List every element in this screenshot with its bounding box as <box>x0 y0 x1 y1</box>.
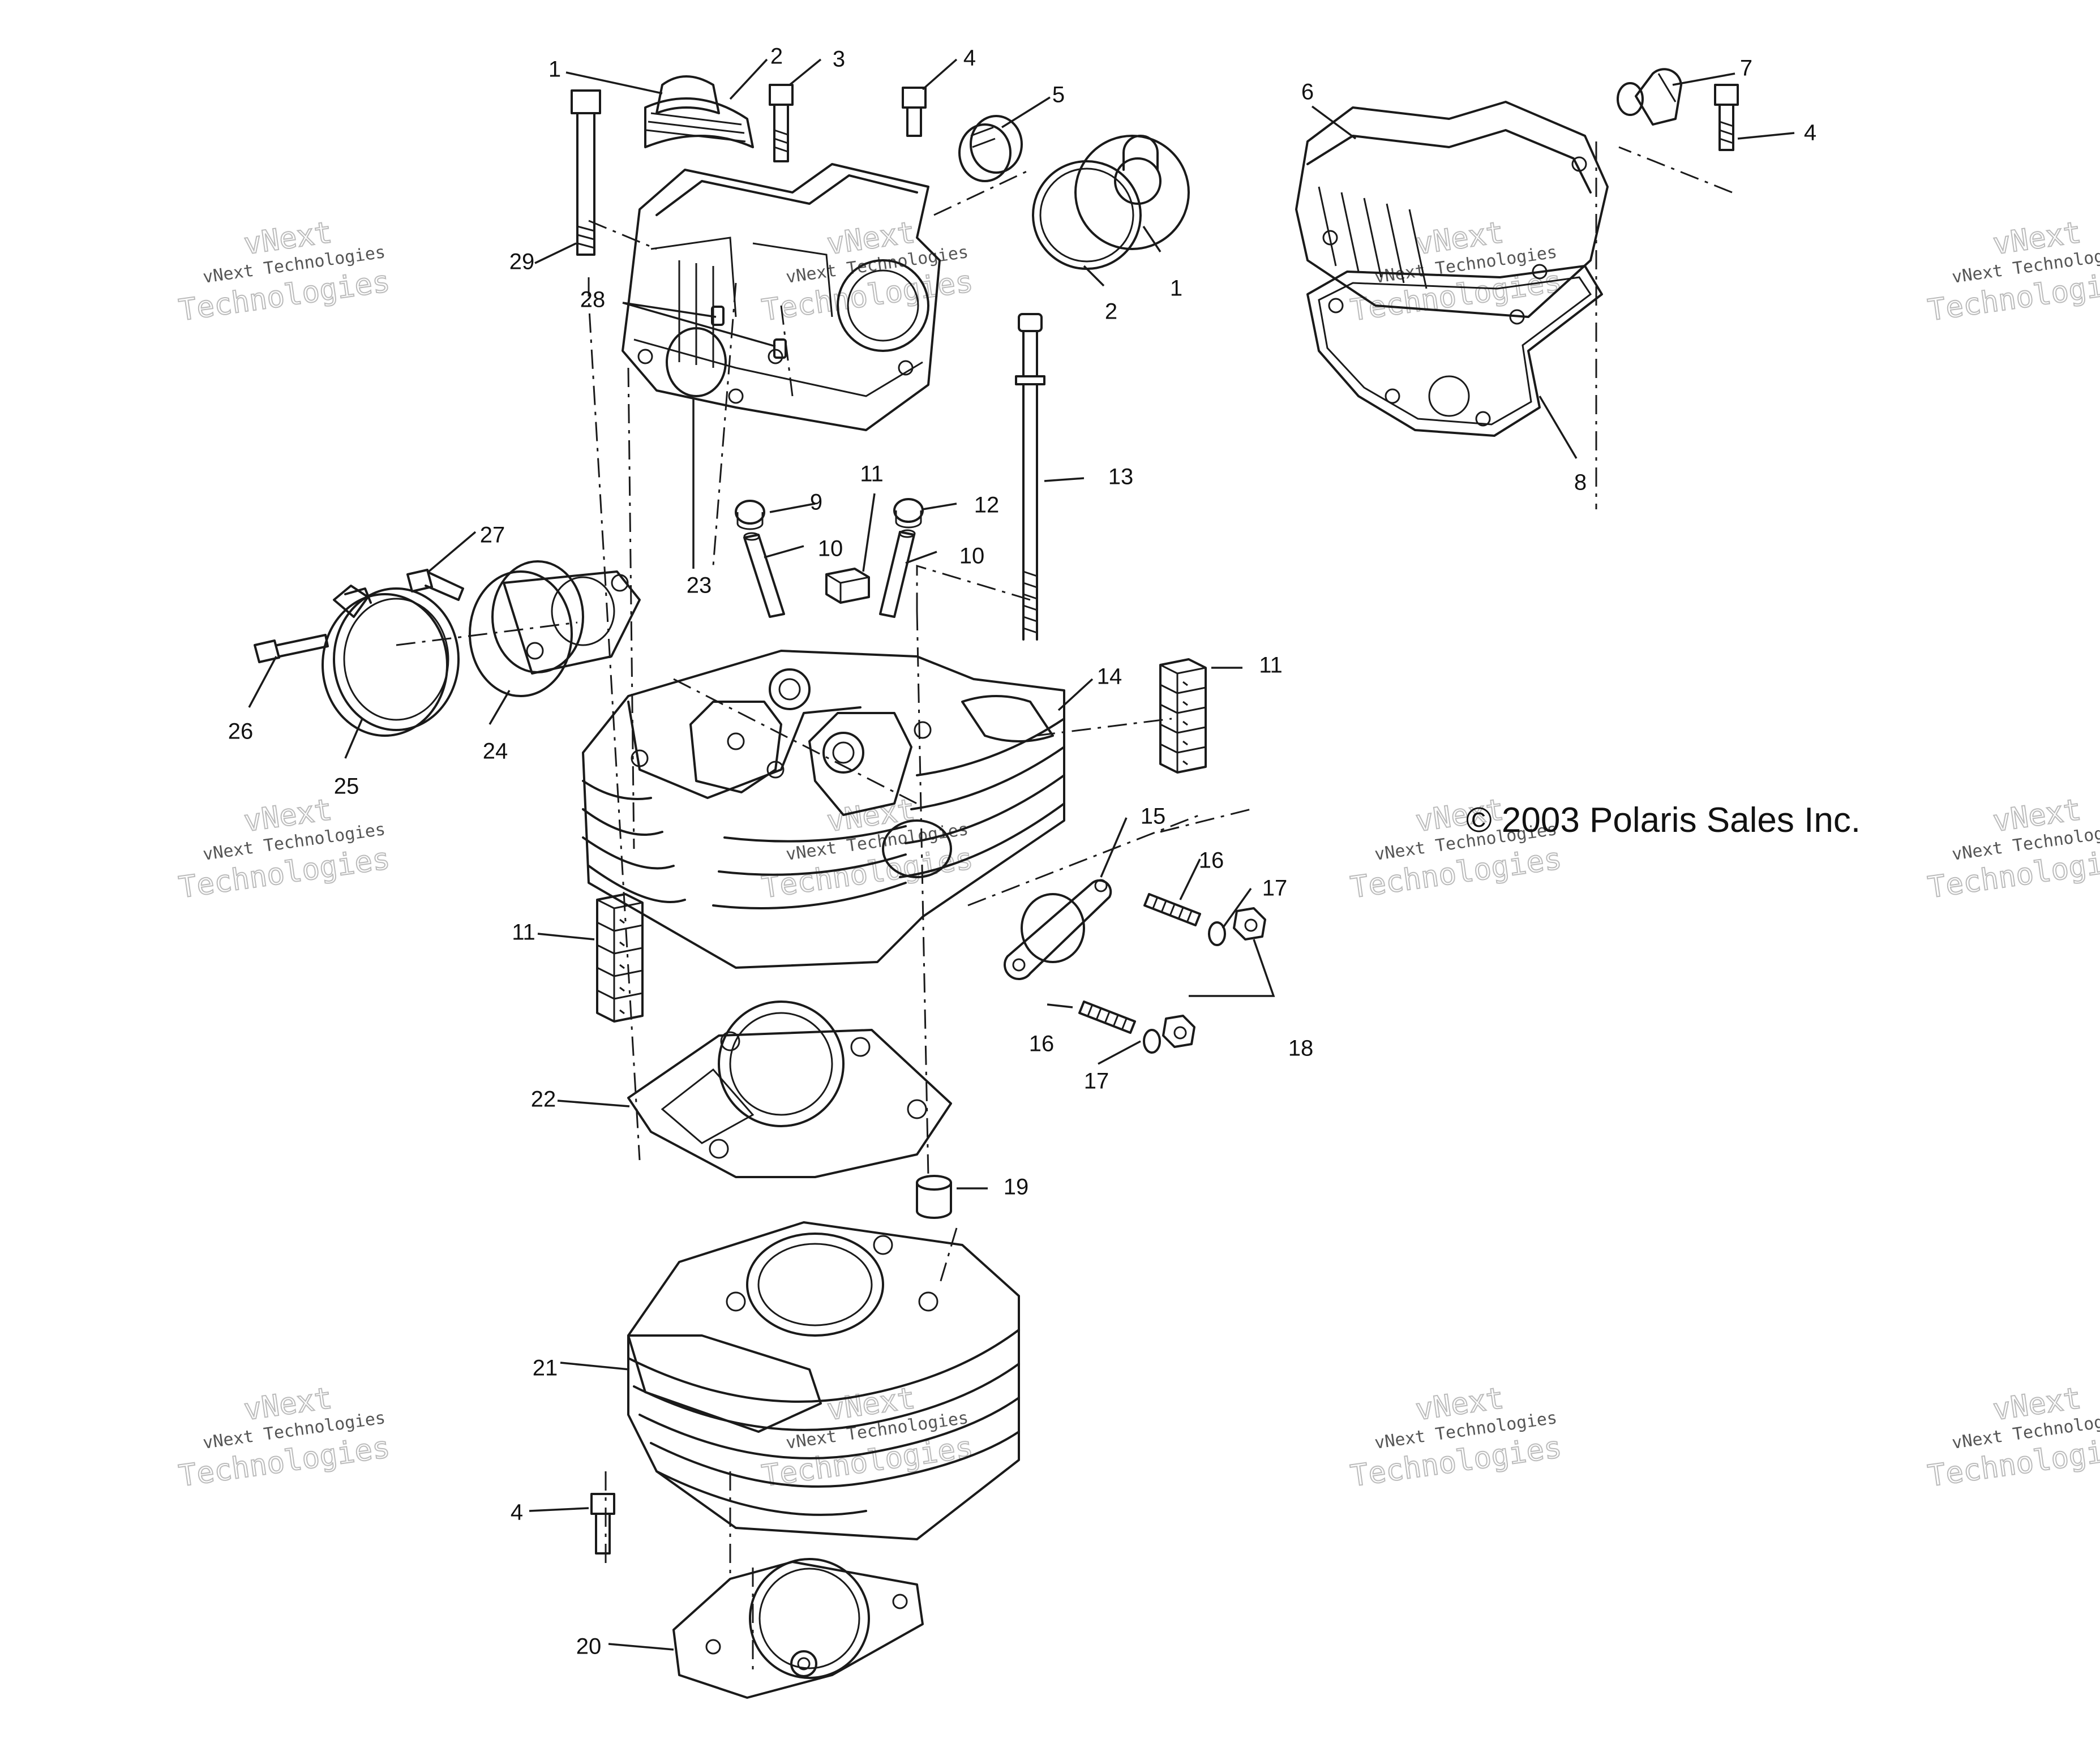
callout-6: 6 <box>1301 80 1314 105</box>
watermark: vNext Technologies vNext Technologies <box>176 1381 392 1494</box>
watermark: vNext Technologies vNext Technologies <box>1925 215 2100 328</box>
valve-seal-part-12 <box>893 498 924 529</box>
watermark: vNext Technologies vNext Technologies <box>1348 215 1564 328</box>
valve-guide-part-10-left <box>743 532 785 618</box>
callout-19: 19 <box>1004 1175 1029 1200</box>
stud-part-16-lower <box>1078 1001 1136 1034</box>
stud-part-16-upper <box>1143 893 1201 926</box>
valve-seal-part-9 <box>735 500 765 530</box>
intake-boot-part-24 <box>469 560 641 697</box>
watermark: vNext Technologies vNext Technologies <box>1348 1381 1564 1494</box>
shim-part-11-top <box>825 568 870 604</box>
shim-stack-part-11-left <box>596 893 644 1023</box>
callout-7: 7 <box>1740 56 1752 81</box>
cylinder-head-part-14 <box>582 650 1065 969</box>
callout-23: 23 <box>687 573 712 598</box>
bolt-part-26 <box>254 634 329 663</box>
shim-stack-part-11-right <box>1159 658 1207 774</box>
callout-18: 18 <box>1288 1036 1314 1061</box>
callout-4: 4 <box>511 1500 523 1525</box>
callout-8: 8 <box>1574 470 1587 495</box>
callout-27: 27 <box>480 523 505 548</box>
callout-28: 28 <box>580 287 606 312</box>
valve-cover-part-6 <box>1295 101 1609 318</box>
callout-1: 1 <box>1170 276 1182 301</box>
callout-24: 24 <box>483 739 508 764</box>
callout-25: 25 <box>334 774 359 799</box>
callout-10: 10 <box>818 536 843 561</box>
callout-5: 5 <box>1052 83 1065 108</box>
watermarks: vNext Technologies vNext Technologies vN… <box>176 215 2100 1494</box>
callout-21: 21 <box>533 1356 558 1381</box>
copyright-notice: © 2003 Polaris Sales Inc. <box>1466 801 1861 840</box>
callout-10: 10 <box>959 544 985 569</box>
callout-22: 22 <box>531 1087 556 1112</box>
callout-4: 4 <box>963 46 976 71</box>
stud-bolt-part-13 <box>1015 313 1045 641</box>
callout-17: 17 <box>1084 1069 1109 1094</box>
washer-part-17-lower <box>1143 1029 1161 1054</box>
plug-cap-part-23 <box>666 327 727 397</box>
parts <box>254 68 1739 1699</box>
callout-numbers: 1 2 3 4 5 1 2 29 28 23 9 12 10 10 11 13 … <box>228 44 1816 1659</box>
bolt-part-27 <box>406 569 464 601</box>
nut-part-18-upper <box>1233 907 1266 941</box>
washer-part-17-upper <box>1208 921 1226 946</box>
tappet-cover-part-1 <box>1074 135 1190 250</box>
callout-20: 20 <box>576 1634 602 1659</box>
exhaust-gasket-part-15 <box>1004 879 1112 980</box>
callout-16: 16 <box>1199 848 1224 873</box>
callout-14: 14 <box>1097 664 1122 689</box>
watermark: vNext Technologies vNext Technologies <box>1925 792 2100 905</box>
base-gasket-part-20 <box>672 1558 924 1699</box>
plug-part-5 <box>958 115 1023 182</box>
callout-29: 29 <box>509 250 535 274</box>
bolt-part-4-right <box>1714 84 1739 151</box>
valve-cover-gasket-part-8 <box>1306 265 1603 437</box>
rubber-cap-part-1 <box>644 75 754 148</box>
callout-2: 2 <box>1105 299 1117 324</box>
callout-4: 4 <box>1804 121 1816 145</box>
valve-guide-part-10-right <box>879 529 916 618</box>
dowel-part-19 <box>916 1175 952 1219</box>
nut-part-18-lower <box>1162 1015 1195 1048</box>
callout-12: 12 <box>974 493 1000 518</box>
rocker-housing <box>622 163 941 431</box>
callout-26: 26 <box>228 719 254 744</box>
long-bolt-part-29 <box>571 89 601 256</box>
callout-11: 11 <box>512 920 535 945</box>
hose-clamp-part-25 <box>322 585 460 737</box>
leader-lines <box>248 58 1795 1651</box>
watermark: vNext Technologies vNext Technologies <box>1925 1381 2100 1494</box>
bolt-part-4-upper <box>902 87 927 137</box>
callout-13: 13 <box>1108 465 1134 490</box>
head-gasket-part-22 <box>627 1001 952 1178</box>
watermark: vNext Technologies vNext Technologies <box>176 792 392 905</box>
o-ring-part-2 <box>1032 160 1142 270</box>
watermark: vNext Technologies vNext Technologies <box>176 215 392 328</box>
breather-fitting-part-7 <box>1617 68 1682 126</box>
callout-11: 11 <box>860 462 884 487</box>
callout-16: 16 <box>1029 1032 1055 1057</box>
callout-9: 9 <box>810 490 822 515</box>
callout-3: 3 <box>833 47 845 72</box>
callout-15: 15 <box>1141 804 1166 829</box>
watermark: vNext Technologies vNext Technologies <box>759 215 975 328</box>
callout-1: 1 <box>548 57 561 82</box>
bolt-part-3 <box>769 84 794 162</box>
alignment-lines <box>396 141 1733 1669</box>
callout-17: 17 <box>1262 876 1288 901</box>
callout-2: 2 <box>770 44 783 69</box>
bolt-part-4-lower <box>590 1493 615 1555</box>
callout-11: 11 <box>1259 653 1283 678</box>
cylinder-part-21 <box>627 1221 1020 1540</box>
